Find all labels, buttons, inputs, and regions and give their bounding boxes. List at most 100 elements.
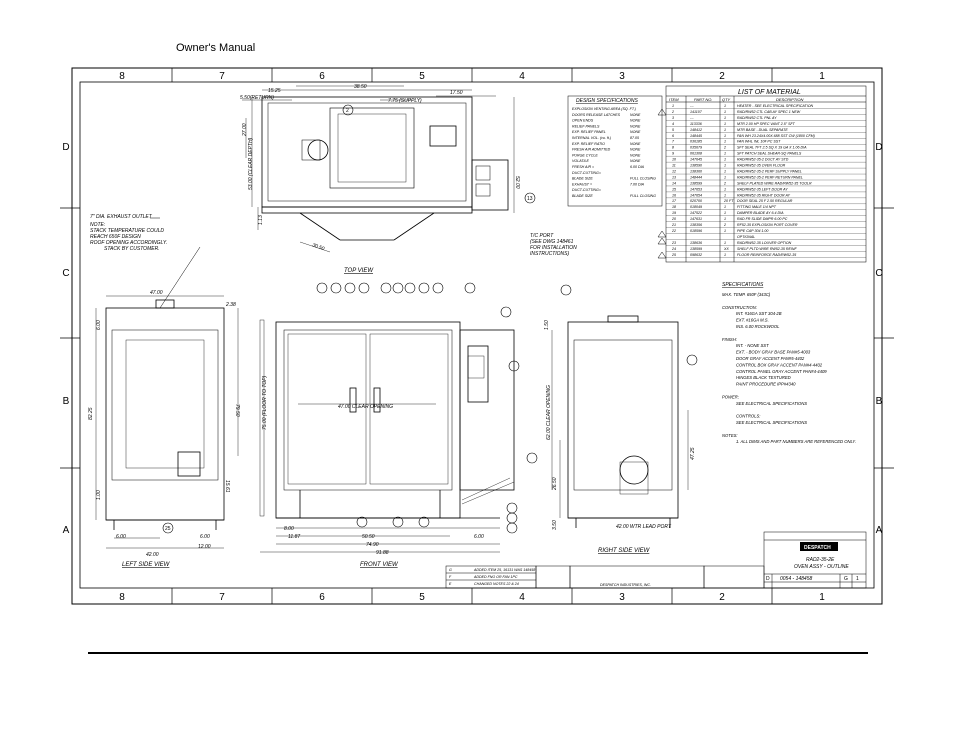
- bom-cell-qty: 1: [724, 217, 726, 221]
- bom-cell-item: 24: [671, 247, 676, 251]
- bom-cell-desc: RAD/RW52-35 OVEN FLOOR: [737, 164, 786, 168]
- zone-ticks: [60, 68, 894, 604]
- specification-line: HINGES BLACK TEXTURED: [736, 375, 791, 380]
- rev-f-letter: F: [449, 575, 452, 579]
- bom-cell-desc: RAD/RW52-35 LOUVER OPTION: [737, 241, 792, 245]
- specification-line: MAX. TEMP. 650F (343C): [722, 292, 771, 297]
- zone-row-c-right: C: [875, 268, 882, 279]
- design-spec-value: NONE: [630, 142, 641, 146]
- design-spec-value: NONE: [630, 153, 641, 157]
- exhaust-note-1: NOTE:: [90, 222, 106, 228]
- design-spec-label: INTERNAL VOL. (cu. ft.): [572, 136, 611, 140]
- bom-cell-part: 141107: [690, 110, 703, 114]
- design-spec-value: NONE: [630, 130, 641, 134]
- bom-cell-desc: MTR BASE - DUAL SEPARATE: [737, 128, 788, 132]
- dim-left-47-00: 47.00: [150, 290, 163, 296]
- bom-cell-qty: XX: [723, 247, 729, 251]
- dim-front-75-00: 75.00 (FLOOR TO TOP): [262, 375, 268, 430]
- dim-front-91-88: 91.88: [376, 550, 389, 556]
- zone-col-2-top: 2: [719, 71, 725, 82]
- bom-cell-qty: 1: [724, 122, 726, 126]
- bom-cell-desc: RAD/RW52-35 LEFT DOOR AY: [737, 187, 788, 191]
- bom-cell-qty: 2: [723, 181, 726, 185]
- design-spec-value: NONE: [630, 159, 641, 163]
- rev-triangles: [657, 108, 667, 259]
- tc-port-note-0: T/C PORT: [530, 233, 554, 239]
- exhaust-note-2: STACK TEMPERATURE COULD: [90, 228, 164, 234]
- design-spec-block: [567, 95, 663, 207]
- design-spec-label: EXPLOSION VENTING AREA (SQ. FT.): [572, 107, 636, 111]
- bom-cell-desc: SHELF PLATED WIRE RAD/RW52-35 TOOLR: [737, 181, 812, 185]
- design-spec-title: DESIGN SPECIFICATIONS: [576, 98, 639, 104]
- bom-cell-qty: 20 FT: [723, 199, 734, 203]
- bom-cell-desc: SFT SEAL TFT 2.5 SQ X 19 GA X 1.06 DIA: [737, 146, 807, 150]
- specification-line: PAINT PROCEDURE IPP#4340: [736, 382, 796, 387]
- dim-front-74-90: 74.90: [366, 542, 379, 548]
- design-spec-label: VOLATILE: [572, 159, 590, 163]
- dim-left-6-00-top: 6.00: [96, 320, 102, 330]
- design-spec-value: 6.00 DIA: [630, 165, 645, 169]
- design-spec-label: EXP. RELIEF RATIO: [572, 142, 605, 146]
- exhaust-note-3: REACH 650F DESIGN: [90, 234, 141, 240]
- specification-line: CONTROL BOX GRAY ACCENT PAN#4-4402: [736, 362, 823, 367]
- bom-cell-item: 1: [672, 104, 674, 108]
- bom-cell-qty: 1: [724, 116, 726, 120]
- dim-right-1-50: 1.50: [544, 320, 550, 330]
- bom-header-desc: DESCRIPTION: [776, 97, 803, 102]
- dim-front-6-00: 6.00: [474, 534, 484, 540]
- bom-cell-desc: RAD/RW52-35 RIGHT DOOR AY: [737, 193, 791, 197]
- dim-top-5-50-return: 5.50(RETURN): [240, 95, 274, 101]
- page-header-title: Owner's Manual: [176, 42, 256, 54]
- zone-col-3-bottom: 3: [619, 592, 625, 603]
- bom-cell-part: 147654: [690, 193, 702, 197]
- bom-cell-item: 15: [672, 187, 676, 191]
- zone-col-6-bottom: 6: [319, 592, 325, 603]
- bom-cell-part: 147522: [690, 211, 702, 215]
- dim-left-15-61: 15.61: [224, 480, 230, 493]
- bom-cell-item: 9: [672, 152, 674, 156]
- view-title-right: RIGHT SIDE VIEW: [598, 548, 651, 554]
- dim-left-12-00: 12.00: [198, 544, 211, 550]
- bom-cell-item: 20: [671, 217, 676, 221]
- tc-port-note-3: INSTRUCTIONS): [530, 251, 570, 257]
- zone-row-d-left: D: [62, 142, 69, 153]
- bom-cell-item: 7: [672, 140, 675, 144]
- design-spec-label: BLADE SIZE: [572, 177, 593, 181]
- zone-col-3-top: 3: [619, 71, 625, 82]
- wire-port-label: 42.00 WTR LEAD PORT: [616, 524, 672, 530]
- design-spec-value: 7.00 DIA: [630, 182, 645, 186]
- specification-line: SEE ELECTRICAL SPECIFICATIONS: [736, 401, 807, 406]
- bom-cell-desc: FAN WH 23.24X4.00X.688 SST CW (1800 CFM): [737, 134, 815, 138]
- specification-line: POWER:: [722, 394, 739, 399]
- rev-g-desc: ADDED ITEM 25, 16131 WAS 148458: [473, 568, 535, 572]
- bom-cell-qty: 1: [724, 134, 726, 138]
- balloon-2-top: [342, 104, 354, 116]
- dim-left-6-00-bottom: 6.00: [200, 534, 210, 540]
- bom-cell-qty: 1: [724, 253, 726, 257]
- bom-cell-desc: RAD/RW52 CTL CAB AY SPEC 1 NEW: [737, 110, 801, 114]
- bom-cell-qty: 1: [724, 229, 726, 233]
- title-model: RAD2-35-2E: [806, 557, 835, 563]
- tc-port-note-2: FOR INSTALLATION: [530, 245, 577, 251]
- specification-line: CONSTRUCTION:: [722, 305, 757, 310]
- zone-col-8-bottom: 8: [119, 592, 125, 603]
- left-side-view: [95, 295, 239, 549]
- specification-line: INT. #16GA SST 304-2B: [736, 311, 782, 316]
- specifications-title: SPECIFICATIONS: [722, 282, 764, 288]
- dim-front-8-00: 8.00: [284, 526, 294, 532]
- bom-cell-part: 148444: [690, 175, 702, 179]
- zone-col-5-bottom: 5: [419, 592, 425, 603]
- zone-col-6-top: 6: [319, 71, 325, 82]
- bom-cell-desc: DOOR SEAL 25 F 2.50 REGULAR: [737, 199, 793, 203]
- footer-rule: [88, 652, 868, 654]
- bom-cell-part: 113336: [690, 122, 702, 126]
- zone-row-d-right: D: [875, 142, 882, 153]
- zone-col-7-top: 7: [219, 71, 225, 82]
- bom-cell-desc: HEATER - SEE ELECTRICAL SPECIFICATION: [737, 104, 813, 108]
- bom-cell-item: 6: [672, 134, 674, 138]
- dim-left-6-00-side: 6.00: [116, 534, 126, 540]
- specification-line: EXT. #16GA M.S.: [736, 318, 769, 323]
- bom-cell-qty: 1: [724, 158, 726, 162]
- bom-cell-item: 18: [672, 205, 676, 209]
- zone-col-5-top: 5: [419, 71, 425, 82]
